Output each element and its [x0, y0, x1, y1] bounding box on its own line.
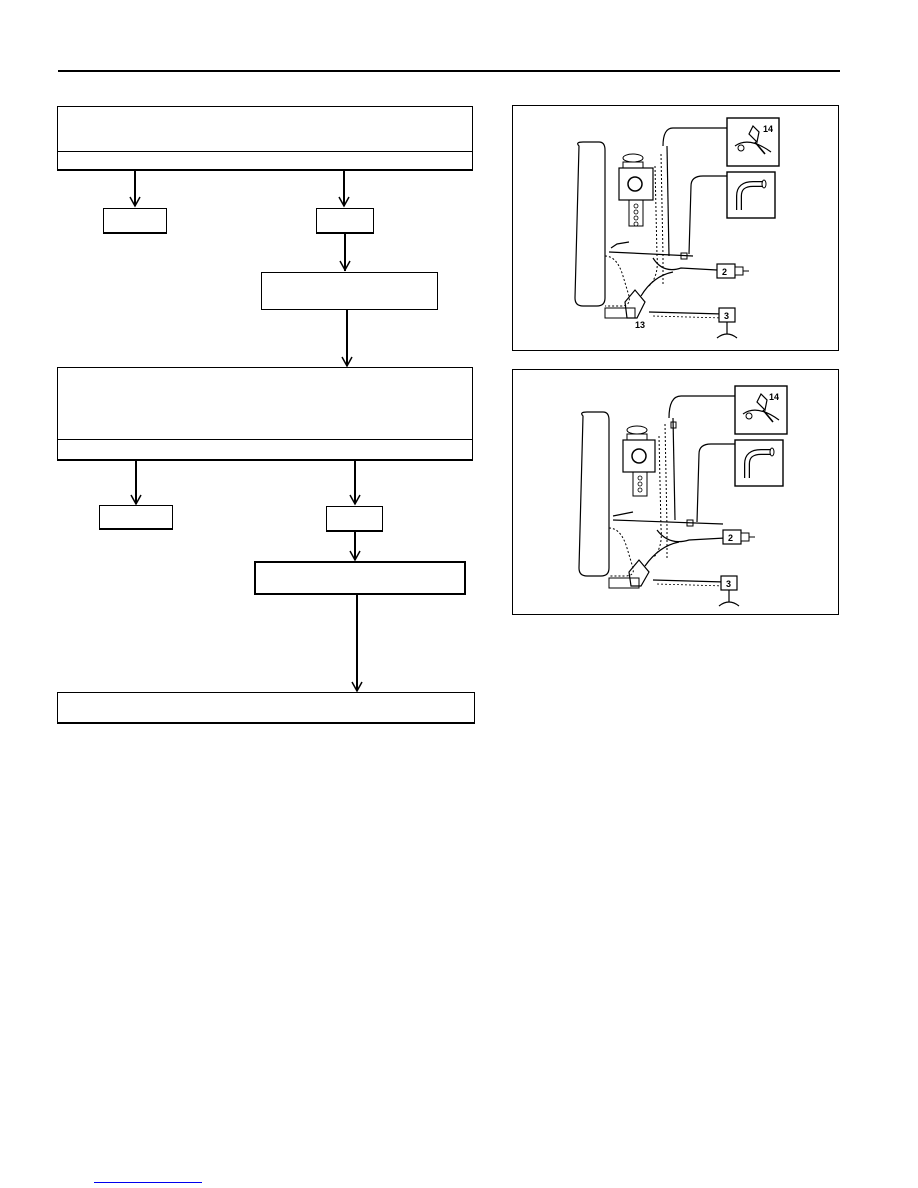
connector-line: [346, 310, 348, 366]
arrowhead-icon: [338, 196, 350, 208]
flow-step-2: [261, 272, 438, 310]
flow-step-3-left-outcome: [99, 505, 173, 530]
arrowhead-icon: [351, 681, 363, 693]
arrowhead-icon: [341, 356, 353, 368]
arrowhead-icon: [349, 550, 361, 562]
flow-step-1-right-outcome: [316, 208, 374, 234]
connector-line: [135, 461, 137, 504]
footer-link[interactable]: [94, 1168, 202, 1183]
connector-line: [354, 532, 356, 560]
flow-step-5: [57, 692, 475, 724]
callout-label: 2: [722, 267, 727, 277]
header-rule: [58, 70, 840, 72]
arrowhead-icon: [129, 196, 141, 208]
callout-label: 14: [763, 124, 773, 134]
figure-2-schematic: 14 2 3: [578, 385, 788, 607]
figure-1-schematic: 14 2 3 13: [574, 117, 780, 339]
arrowhead-icon: [349, 494, 361, 506]
connector-line: [356, 595, 358, 691]
flow-step-1-row-b: [58, 151, 472, 195]
flow-step-1-left-outcome: [103, 208, 167, 234]
callout-label: 3: [724, 311, 729, 321]
callout-label: 3: [726, 579, 731, 589]
connector-line: [354, 461, 356, 504]
flow-step-1: [57, 106, 473, 171]
flow-step-4: [254, 561, 466, 595]
figure-1-panel: 14 2 3 13: [512, 105, 839, 351]
connector-line: [344, 234, 346, 271]
flow-step-3: [57, 367, 473, 461]
flow-step-3-row-b: [58, 439, 472, 484]
callout-label: 14: [769, 392, 779, 402]
connector-line: [343, 171, 345, 206]
callout-label: 13: [635, 320, 645, 330]
flow-step-1-row-a: [58, 107, 472, 151]
arrowhead-icon: [130, 494, 142, 506]
arrowhead-icon: [339, 260, 351, 272]
connector-line: [134, 171, 136, 206]
flow-step-3-row-a: [58, 368, 472, 439]
figure-2-panel: 14 2 3: [512, 369, 839, 615]
callout-label: 2: [728, 533, 733, 543]
flow-step-3-right-outcome: [326, 506, 383, 532]
